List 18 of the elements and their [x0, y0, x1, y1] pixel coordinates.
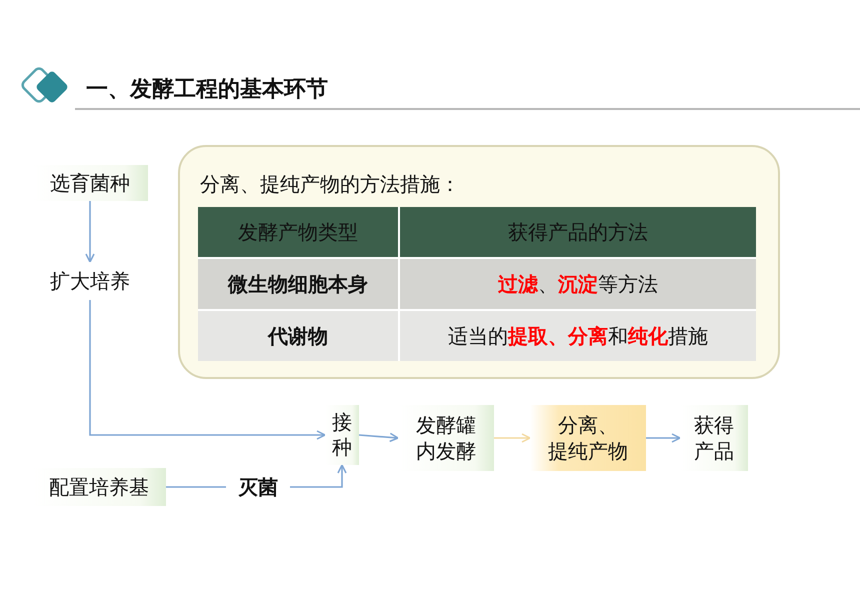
process-box: 接种: [325, 405, 359, 465]
table-cell: 过滤、沉淀等方法: [400, 259, 756, 309]
table-cell: 代谢物: [198, 311, 398, 361]
panel-heading: 分离、提纯产物的方法措施：: [200, 171, 460, 198]
process-box: 发酵罐内发酵: [398, 405, 494, 471]
arrow: [646, 433, 681, 443]
callout-panel: [178, 145, 780, 379]
arrow: [85, 201, 95, 263]
header-cell: 获得产品的方法: [400, 207, 756, 257]
header-cell: 发酵产物类型: [198, 207, 398, 257]
arrow: [494, 433, 531, 443]
arrow: [290, 464, 347, 488]
arrow: [358, 432, 399, 442]
process-box: 分离、提纯产物: [530, 405, 646, 471]
table-cell: 微生物细胞本身: [198, 259, 398, 309]
arrow: [89, 300, 326, 440]
table-cell: 适当的提取、分离和纯化措施: [400, 311, 756, 361]
process-box: 获得产品: [680, 405, 748, 471]
